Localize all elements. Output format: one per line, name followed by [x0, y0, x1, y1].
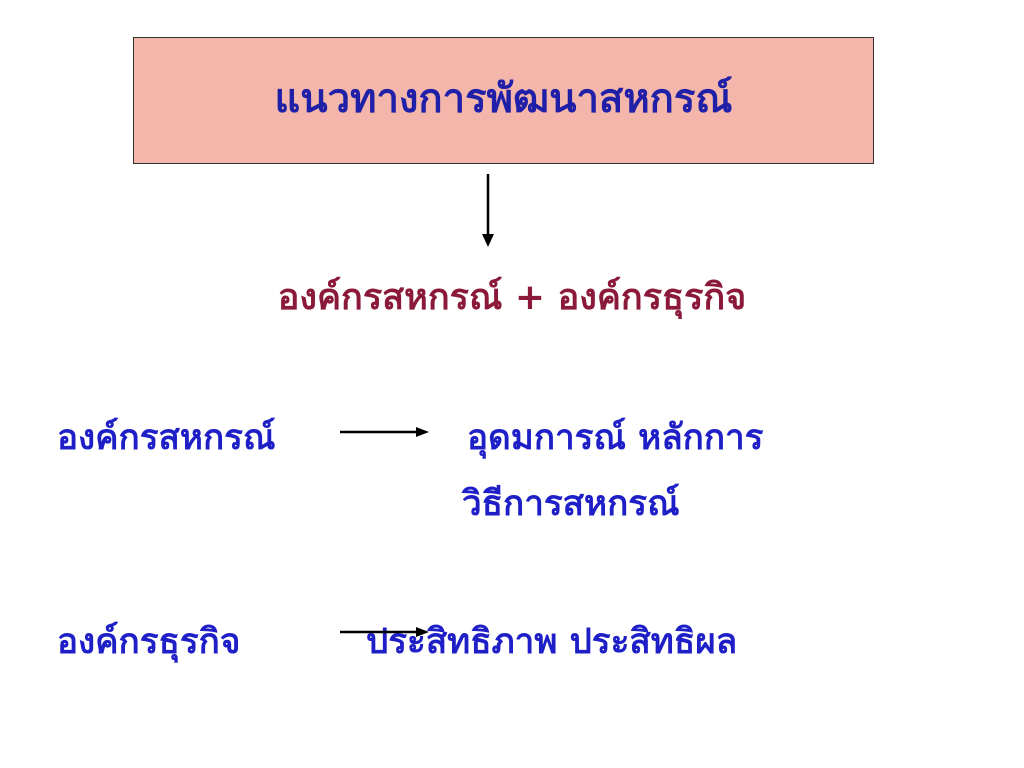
slide-title: แนวทางการพัฒนาสหกรณ์	[274, 75, 733, 122]
down-arrow-head	[482, 234, 494, 247]
subtitle: องค์กรสหกรณ์ + องค์กรธุรกิจ	[277, 277, 747, 318]
row-1-value-2: วิธีการสหกรณ์	[462, 484, 680, 524]
title-box: แนวทางการพัฒนาสหกรณ์	[133, 37, 874, 164]
row-2-label: องค์กรธุรกิจ	[57, 622, 241, 662]
row-1-value-1: อุดมการณ์ หลักการ	[467, 418, 764, 458]
row-2-value-1: ประสิทธิภาพ ประสิทธิผล	[366, 622, 738, 662]
row-1-label: องค์กรสหกรณ์	[57, 418, 276, 458]
right-arrow-icon	[340, 427, 429, 437]
right-arrow-icon	[340, 627, 429, 637]
down-arrow-icon	[482, 174, 494, 247]
